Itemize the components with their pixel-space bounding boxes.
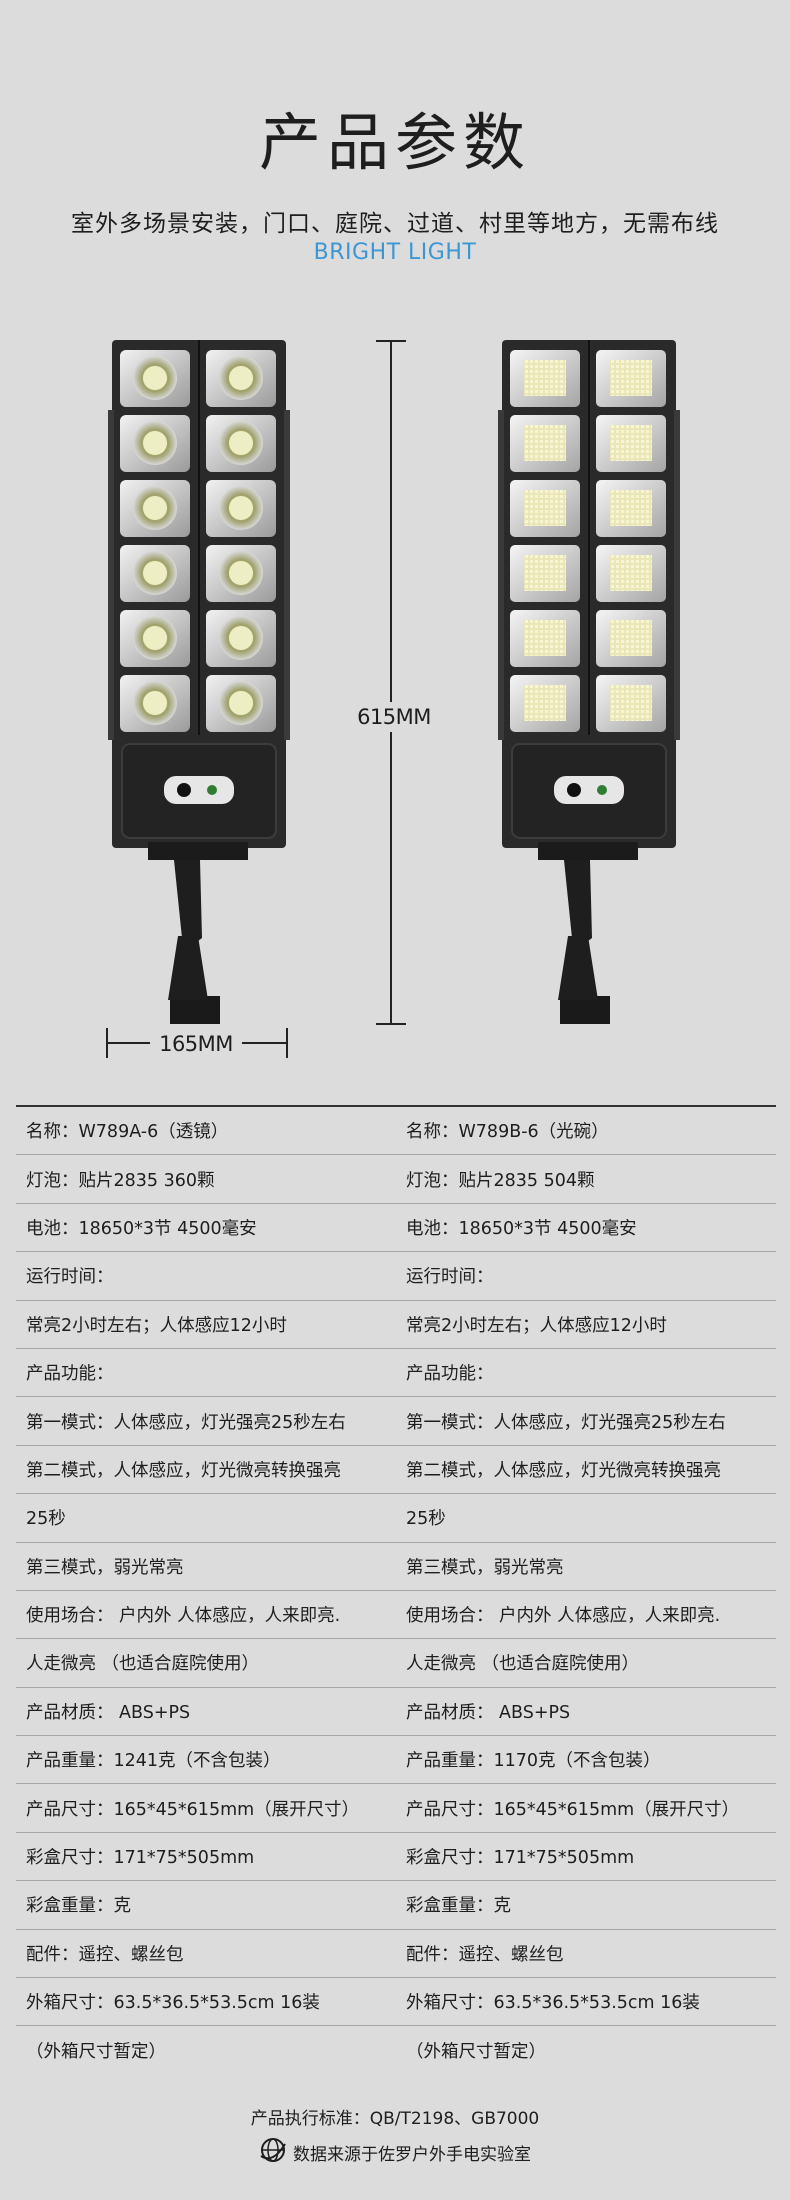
spec-cell-right: 运行时间： bbox=[406, 1267, 494, 1288]
spec-row: 第二模式，人体感应，灯光微亮转换强亮 第二模式，人体感应，灯光微亮转换强亮 bbox=[16, 1446, 776, 1495]
spec-cell-right: 产品功能： bbox=[406, 1364, 494, 1385]
spec-cell-left: （外箱尺寸暂定） bbox=[26, 2042, 166, 2063]
spec-cell-left: 第三模式，弱光常亮 bbox=[26, 1557, 184, 1578]
spec-row: 电池：18650*3节 4500毫安 电池：18650*3节 4500毫安 bbox=[16, 1204, 776, 1253]
spec-cell-left: 第一模式：人体感应，灯光强亮25秒左右 bbox=[26, 1412, 346, 1433]
spec-cell-left: 彩盒尺寸：171*75*505mm bbox=[26, 1848, 255, 1869]
spec-cell-right: 产品重量：1170克（不含包装） bbox=[406, 1751, 661, 1772]
spec-cell-right: 外箱尺寸：63.5*36.5*53.5cm 16装 bbox=[406, 1993, 700, 2014]
spec-row: 产品重量：1241克（不含包装） 产品重量：1170克（不含包装） bbox=[16, 1736, 776, 1785]
spec-row: 运行时间： 运行时间： bbox=[16, 1252, 776, 1301]
spec-cell-left: 配件：遥控、螺丝包 bbox=[26, 1944, 184, 1965]
spec-cell-left: 产品尺寸：165*45*615mm（展开尺寸） bbox=[26, 1799, 360, 1820]
spec-cell-left: 灯泡：贴片2835 360颗 bbox=[26, 1170, 215, 1191]
spec-row: 第三模式，弱光常亮 第三模式，弱光常亮 bbox=[16, 1543, 776, 1591]
spec-cell-left: 运行时间： bbox=[26, 1267, 114, 1288]
spec-cell-right: 配件：遥控、螺丝包 bbox=[406, 1944, 564, 1965]
spec-cell-left: 25秒 bbox=[26, 1509, 66, 1530]
spec-cell-right: 产品材质： ABS+PS bbox=[406, 1702, 571, 1723]
spec-cell-left: 常亮2小时左右；人体感应12小时 bbox=[26, 1315, 287, 1336]
spec-cell-right: 第一模式：人体感应，灯光强亮25秒左右 bbox=[406, 1412, 726, 1433]
spec-cell-right: 彩盒尺寸：171*75*505mm bbox=[406, 1848, 635, 1869]
spec-row: 常亮2小时左右；人体感应12小时 常亮2小时左右；人体感应12小时 bbox=[16, 1301, 776, 1349]
spec-cell-right: 第三模式，弱光常亮 bbox=[406, 1557, 564, 1578]
spec-row: 使用场合： 户内外 人体感应，人来即亮. 使用场合： 户内外 人体感应，人来即亮. bbox=[16, 1591, 776, 1640]
spec-row: 灯泡：贴片2835 360颗 灯泡：贴片2835 504颗 bbox=[16, 1155, 776, 1204]
spec-cell-right: 灯泡：贴片2835 504颗 bbox=[406, 1170, 595, 1191]
spec-cell-left: 产品功能： bbox=[26, 1364, 114, 1385]
spec-row: 配件：遥控、螺丝包 配件：遥控、螺丝包 bbox=[16, 1930, 776, 1979]
spec-cell-left: 第二模式，人体感应，灯光微亮转换强亮 bbox=[26, 1460, 341, 1481]
globe-icon bbox=[259, 2136, 287, 2169]
spec-row: 名称：W789A-6（透镜） 名称：W789B-6（光碗） bbox=[16, 1107, 776, 1156]
spec-cell-right: 常亮2小时左右；人体感应12小时 bbox=[406, 1315, 667, 1336]
spec-cell-right: （外箱尺寸暂定） bbox=[406, 2042, 546, 2063]
page-title: 产品参数 bbox=[258, 106, 531, 179]
data-source: 数据来源于佐罗户外手电实验室 bbox=[0, 2136, 790, 2169]
spec-cell-left: 彩盒重量：克 bbox=[26, 1896, 131, 1917]
spec-cell-right: 彩盒重量：克 bbox=[406, 1896, 511, 1917]
spec-table: 名称：W789A-6（透镜） 名称：W789B-6（光碗） 灯泡：贴片2835 3… bbox=[16, 1107, 776, 2075]
spec-table-top-rule bbox=[16, 1105, 776, 1107]
spec-row: 25秒 25秒 bbox=[16, 1494, 776, 1543]
width-dimension-label: 165MM bbox=[150, 1030, 242, 1058]
spec-cell-left: 电池：18650*3节 4500毫安 bbox=[26, 1218, 257, 1239]
spec-cell-left: 人走微亮 （也适合庭院使用） bbox=[26, 1654, 260, 1675]
height-dimension-label: 615MM bbox=[352, 702, 436, 732]
spec-row: 彩盒重量：克 彩盒重量：克 bbox=[16, 1881, 776, 1930]
spec-cell-right: 25秒 bbox=[406, 1509, 446, 1530]
spec-cell-left: 外箱尺寸：63.5*36.5*53.5cm 16装 bbox=[26, 1993, 320, 2014]
spec-row: 人走微亮 （也适合庭院使用） 人走微亮 （也适合庭院使用） bbox=[16, 1639, 776, 1688]
spec-row: （外箱尺寸暂定） （外箱尺寸暂定） bbox=[16, 2026, 776, 2074]
spec-cell-right: 人走微亮 （也适合庭院使用） bbox=[406, 1654, 640, 1675]
height-dimension-line bbox=[376, 340, 406, 1025]
brand-line: BRIGHT LIGHT bbox=[313, 240, 477, 265]
spec-row: 产品功能： 产品功能： bbox=[16, 1349, 776, 1398]
spec-cell-right: 第二模式，人体感应，灯光微亮转换强亮 bbox=[406, 1460, 721, 1481]
spec-cell-left: 使用场合： 户内外 人体感应，人来即亮. bbox=[26, 1606, 341, 1627]
execution-standard: 产品执行标准：QB/T2198、GB7000 bbox=[250, 2109, 540, 2129]
lamp-image-lens bbox=[108, 340, 290, 1030]
spec-row: 外箱尺寸：63.5*36.5*53.5cm 16装 外箱尺寸：63.5*36.5*… bbox=[16, 1978, 776, 2027]
spec-cell-left: 名称：W789A-6（透镜） bbox=[26, 1122, 229, 1143]
data-source-text: 数据来源于佐罗户外手电实验室 bbox=[293, 2145, 531, 2165]
spec-row: 产品材质： ABS+PS 产品材质： ABS+PS bbox=[16, 1688, 776, 1737]
spec-cell-right: 使用场合： 户内外 人体感应，人来即亮. bbox=[406, 1606, 721, 1627]
spec-row: 产品尺寸：165*45*615mm（展开尺寸） 产品尺寸：165*45*615mm… bbox=[16, 1784, 776, 1833]
spec-row: 彩盒尺寸：171*75*505mm 彩盒尺寸：171*75*505mm bbox=[16, 1833, 776, 1882]
spec-cell-left: 产品材质： ABS+PS bbox=[26, 1702, 191, 1723]
spec-row: 第一模式：人体感应，灯光强亮25秒左右 第一模式：人体感应，灯光强亮25秒左右 bbox=[16, 1397, 776, 1446]
spec-cell-right: 电池：18650*3节 4500毫安 bbox=[406, 1218, 637, 1239]
lamp-image-reflector bbox=[498, 340, 680, 1030]
spec-cell-right: 产品尺寸：165*45*615mm（展开尺寸） bbox=[406, 1799, 740, 1820]
spec-cell-right: 名称：W789B-6（光碗） bbox=[406, 1122, 609, 1143]
spec-cell-left: 产品重量：1241克（不含包装） bbox=[26, 1751, 281, 1772]
page-subtitle: 室外多场景安装，门口、庭院、过道、村里等地方，无需布线 bbox=[71, 211, 719, 237]
